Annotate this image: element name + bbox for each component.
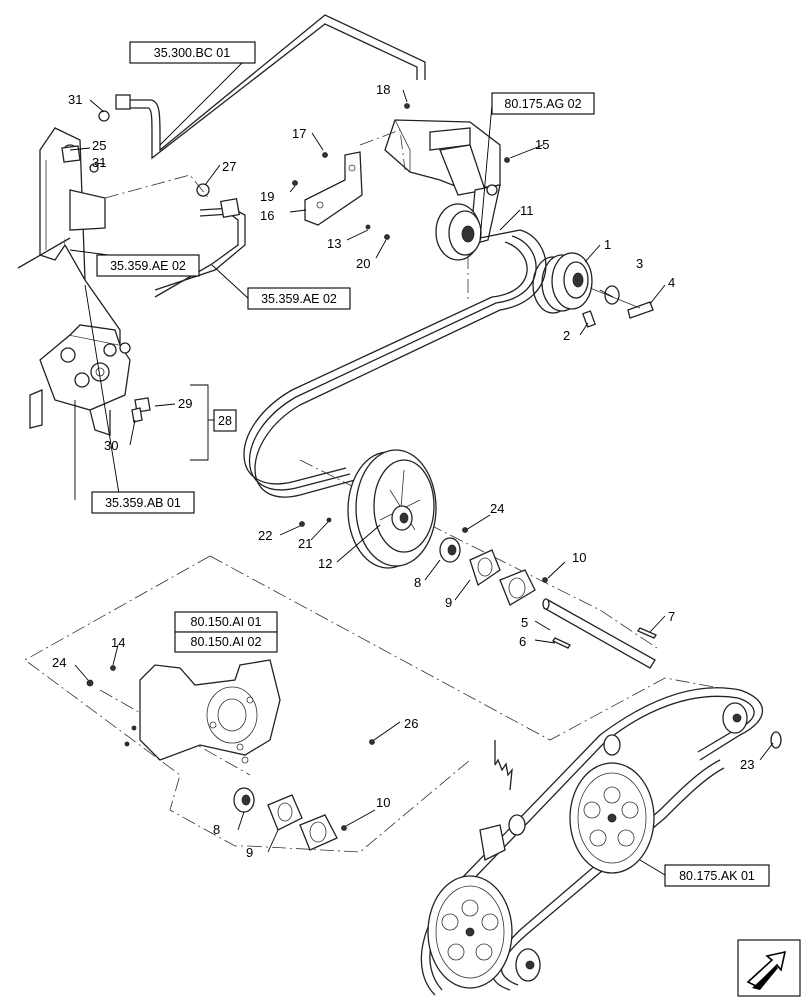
mounting-plate xyxy=(139,659,281,764)
chain-drive xyxy=(420,687,782,996)
callout-5: 5 xyxy=(521,615,528,630)
bearing-assembly-lower xyxy=(233,787,338,851)
base-plate-outline xyxy=(24,555,721,853)
callout-24b: 24 xyxy=(52,655,66,670)
idler-bracket xyxy=(359,119,501,246)
svg-text:80.150.AI 02: 80.150.AI 02 xyxy=(191,635,262,649)
ref-box-80-150-ai-01[interactable]: 80.150.AI 01 xyxy=(174,611,278,633)
callout-22: 22 xyxy=(258,528,272,543)
fittings-left xyxy=(61,110,151,423)
svg-text:35.359.AB 01: 35.359.AB 01 xyxy=(105,496,181,510)
ref-box-35-359-ae-02-right[interactable]: 35.359.AE 02 xyxy=(247,287,351,310)
svg-text:80.175.AG 02: 80.175.AG 02 xyxy=(504,97,581,111)
hose-assembly xyxy=(104,174,246,298)
ref-box-80-175-ag-02[interactable]: 80.175.AG 02 xyxy=(491,92,595,115)
callout-19: 19 xyxy=(260,189,274,204)
callout-3: 3 xyxy=(636,256,643,271)
callout-24a: 24 xyxy=(490,501,504,516)
callout-16: 16 xyxy=(260,208,274,223)
bolts xyxy=(86,103,548,831)
next-page-arrow-icon[interactable] xyxy=(737,939,801,997)
callout-9a: 9 xyxy=(445,595,452,610)
callout-8a: 8 xyxy=(414,575,421,590)
svg-text:28: 28 xyxy=(218,414,232,428)
ref-box-80-150-ai-02[interactable]: 80.150.AI 02 xyxy=(174,631,278,653)
callout-15: 15 xyxy=(535,137,549,152)
callout-10a: 10 xyxy=(572,550,586,565)
callout-numbers: 31 25 31 27 18 17 15 19 16 11 13 20 1 3 … xyxy=(52,82,754,860)
svg-text:80.150.AI 01: 80.150.AI 01 xyxy=(191,615,262,629)
callout-31b: 31 xyxy=(92,155,106,170)
bearing-assembly-upper xyxy=(439,537,536,606)
large-pulley-12 xyxy=(347,449,437,569)
ref-box-35-359-ab-01[interactable]: 35.359.AB 01 xyxy=(91,491,195,514)
callout-2: 2 xyxy=(563,328,570,343)
callout-13: 13 xyxy=(327,236,341,251)
callout-7: 7 xyxy=(668,609,675,624)
svg-text:80.175.AK 01: 80.175.AK 01 xyxy=(679,869,755,883)
callout-23: 23 xyxy=(740,757,754,772)
callout-6: 6 xyxy=(519,634,526,649)
callout-27: 27 xyxy=(222,159,236,174)
svg-text:35.300.BC 01: 35.300.BC 01 xyxy=(154,46,230,60)
ref-box-28[interactable]: 28 xyxy=(213,409,237,432)
shaft-5 xyxy=(542,598,657,669)
callout-20: 20 xyxy=(356,256,370,271)
callout-9b: 9 xyxy=(246,845,253,860)
callout-26: 26 xyxy=(404,716,418,731)
callout-21: 21 xyxy=(298,536,312,551)
ref-box-35-300-bc-01[interactable]: 35.300.BC 01 xyxy=(129,41,256,64)
idler-pulley-top xyxy=(435,203,482,261)
callout-14: 14 xyxy=(111,635,125,650)
callout-18: 18 xyxy=(376,82,390,97)
svg-text:35.359.AE 02: 35.359.AE 02 xyxy=(110,259,186,273)
callout-17: 17 xyxy=(292,126,306,141)
callout-11: 11 xyxy=(520,203,534,218)
callout-8b: 8 xyxy=(213,822,220,837)
drive-belt xyxy=(243,229,547,498)
callout-1: 1 xyxy=(604,237,611,252)
hydraulic-line-upper xyxy=(115,14,426,160)
frame-left xyxy=(17,126,121,345)
drive-pulley-1 xyxy=(532,252,654,328)
callout-25: 25 xyxy=(92,138,106,153)
bracket-16 xyxy=(304,151,363,226)
ref-box-35-359-ae-02-left[interactable]: 35.359.AE 02 xyxy=(96,254,200,277)
callout-29: 29 xyxy=(178,396,192,411)
valve-block xyxy=(29,324,131,500)
ref-box-80-175-ak-01[interactable]: 80.175.AK 01 xyxy=(664,864,770,887)
callout-12: 12 xyxy=(318,556,332,571)
callout-30: 30 xyxy=(104,438,118,453)
callout-31a: 31 xyxy=(68,92,82,107)
leader-lines xyxy=(69,49,774,876)
svg-text:35.359.AE 02: 35.359.AE 02 xyxy=(261,292,337,306)
callout-4: 4 xyxy=(668,275,675,290)
callout-10b: 10 xyxy=(376,795,390,810)
